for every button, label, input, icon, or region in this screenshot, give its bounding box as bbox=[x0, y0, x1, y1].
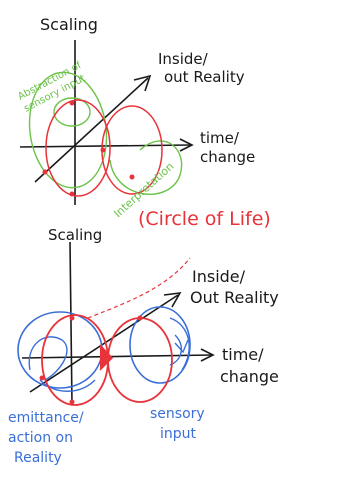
d1-time-label: time/ bbox=[200, 129, 240, 147]
d2-emittance-label: emittance/ bbox=[8, 410, 84, 426]
d2-red-dot bbox=[138, 316, 143, 321]
d1-inside-out-label: out Reality bbox=[164, 68, 245, 86]
d2-emittance-label: action on bbox=[8, 430, 73, 446]
d2-emittance-label: Reality bbox=[14, 450, 62, 466]
d1-red-dot bbox=[43, 170, 48, 175]
d2-diagonal-axis bbox=[30, 295, 178, 392]
diagram-2: Scaling Inside/ Out Reality time/ change… bbox=[8, 226, 279, 466]
circle-of-life-title: (Circle of Life) bbox=[138, 208, 271, 230]
d2-red-direction-arrow bbox=[100, 345, 112, 370]
d1-red-dot bbox=[101, 148, 106, 153]
d1-change-label: change bbox=[200, 148, 255, 166]
d2-inside-out-label: Out Reality bbox=[190, 288, 279, 307]
d2-inside-out-label: Inside/ bbox=[192, 267, 246, 286]
d2-sensory-label: sensory bbox=[150, 406, 205, 422]
d2-red-loop-left bbox=[42, 315, 108, 405]
d2-red-dashed-arc bbox=[88, 258, 190, 318]
d2-vertical-axis bbox=[70, 242, 72, 405]
d1-red-dot bbox=[70, 101, 75, 106]
d1-scaling-label: Scaling bbox=[40, 15, 98, 34]
d1-red-dot bbox=[70, 192, 75, 197]
d2-blue-loop-left bbox=[18, 312, 102, 388]
d1-inside-out-label: Inside/ bbox=[158, 50, 209, 68]
d1-red-loop-left bbox=[46, 100, 110, 196]
diagram-1: Scaling Inside/ out Reality time/ change… bbox=[16, 15, 255, 220]
d2-change-label: change bbox=[220, 367, 279, 386]
d2-red-dot bbox=[70, 316, 75, 321]
d2-red-loop-right bbox=[108, 318, 172, 402]
d2-red-dot bbox=[40, 376, 45, 381]
d1-red-dot bbox=[130, 175, 135, 180]
d2-scaling-label: Scaling bbox=[48, 226, 102, 244]
d2-red-dot bbox=[70, 400, 75, 405]
d2-horizontal-axis bbox=[22, 355, 212, 358]
d2-time-label: time/ bbox=[222, 345, 264, 364]
d2-input-label: input bbox=[160, 426, 197, 442]
